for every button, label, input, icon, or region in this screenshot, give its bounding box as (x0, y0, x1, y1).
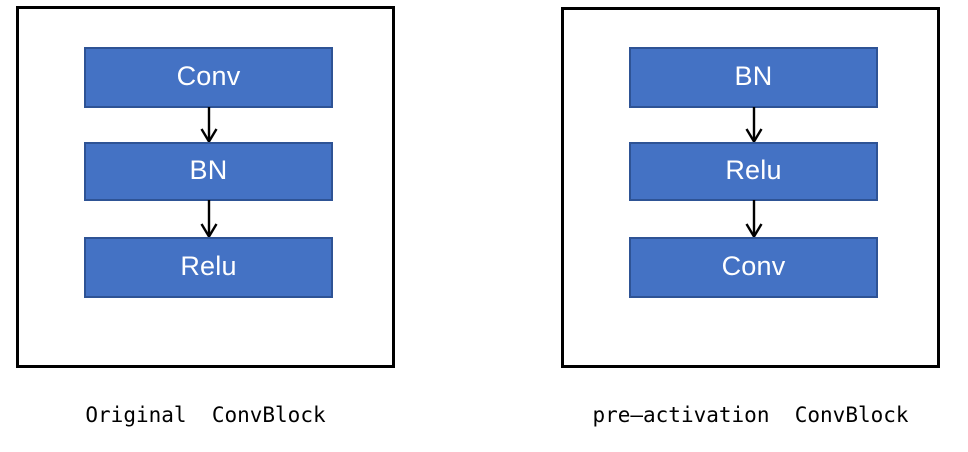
block-label: Conv (176, 61, 241, 91)
block-conv-left[interactable]: Conv (84, 47, 333, 108)
block-bn-right[interactable]: BN (629, 47, 878, 108)
block-relu-left[interactable]: Relu (84, 237, 333, 298)
block-conv-right[interactable]: Conv (629, 237, 878, 298)
block-relu-right[interactable]: Relu (629, 142, 878, 201)
arrow-down-conv-to-bn-left (197, 107, 221, 144)
block-label: Conv (721, 251, 786, 281)
arrow-down-bn-to-relu-right (742, 107, 766, 144)
block-label: BN (189, 155, 228, 185)
caption-original-convblock: Original ConvBlock (85, 403, 326, 427)
block-label: BN (734, 61, 773, 91)
arrow-down-relu-to-conv-right (742, 200, 766, 239)
caption-pre-activation-convblock: pre—activation ConvBlock (592, 403, 909, 427)
block-bn-left[interactable]: BN (84, 142, 333, 201)
block-label: Relu (725, 155, 782, 185)
block-label: Relu (180, 251, 237, 281)
arrow-down-bn-to-relu-left (197, 200, 221, 239)
